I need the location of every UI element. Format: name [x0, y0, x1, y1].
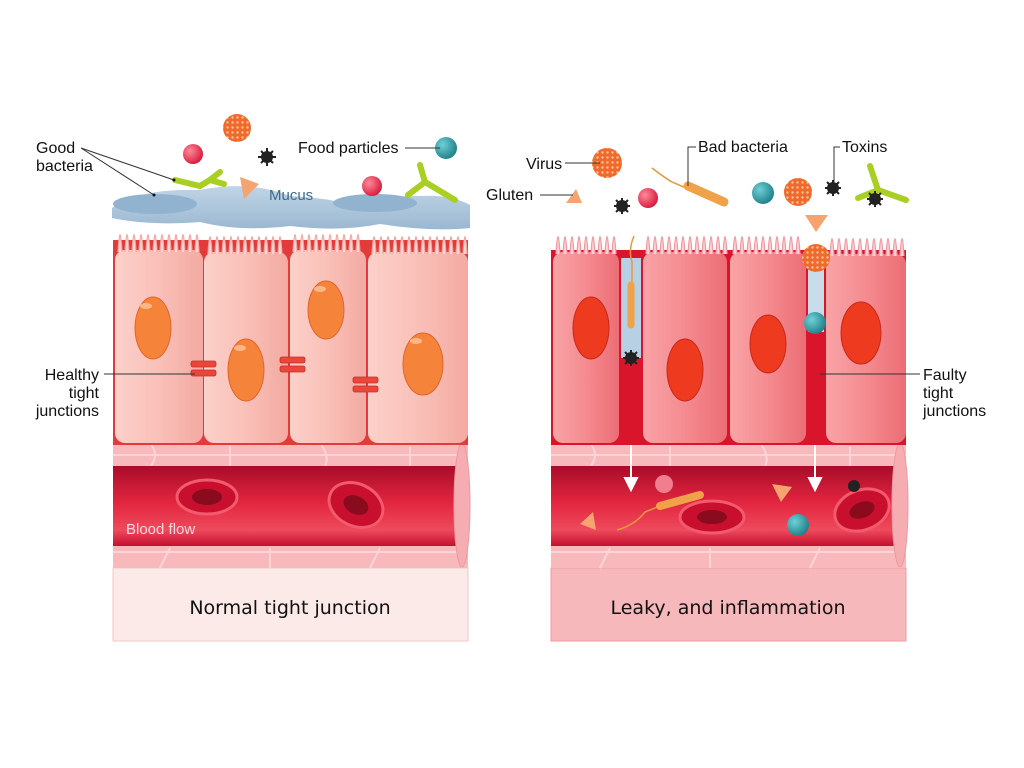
nucleus [307, 280, 345, 340]
good-bacteria [855, 163, 909, 203]
nucleus [749, 314, 787, 374]
label-faulty-line3: junctions [922, 403, 986, 420]
toxin-particle [825, 180, 841, 196]
food-particle [787, 514, 809, 536]
toxin-particle [623, 350, 639, 366]
virus-particle [784, 178, 812, 206]
toxin-particle [848, 480, 860, 492]
bad-bacteria [651, 167, 729, 207]
caption-leaky: Leaky, and inflammation [610, 597, 845, 619]
label-gluten: Gluten [486, 187, 533, 204]
red-particle [638, 188, 658, 208]
tight-junction [352, 376, 379, 393]
red-particle [362, 176, 382, 196]
label-healthy-line2: tight [69, 385, 100, 402]
gluten-particle [240, 177, 259, 199]
toxin-particle [258, 148, 276, 166]
toxin-particle [867, 191, 883, 207]
toxin-particle [614, 198, 630, 214]
bad-bacteria [627, 235, 635, 329]
mucus-layer: Mucus [112, 186, 470, 230]
bad-bacteria [616, 491, 704, 531]
red-particle [655, 475, 673, 493]
label-mucus: Mucus [269, 187, 313, 204]
label-food-particles: Food particles [298, 140, 399, 157]
good-bacteria [172, 169, 227, 190]
label-virus: Virus [526, 156, 562, 173]
gluten-particle [580, 512, 596, 530]
red-particle [183, 144, 203, 164]
label-blood-flow: Blood flow [126, 521, 195, 538]
blood-vessel-leaky [551, 335, 909, 569]
epithelial-cell [290, 250, 366, 443]
nucleus [134, 296, 172, 360]
blood-vessel-normal: Blood flow [113, 442, 471, 569]
nucleus [572, 296, 610, 360]
food-particle [435, 137, 457, 159]
label-toxins: Toxins [842, 139, 887, 156]
caption-normal: Normal tight junction [189, 597, 390, 619]
label-bad-bacteria: Bad bacteria [698, 139, 788, 156]
food-particle [752, 182, 774, 204]
nucleus [840, 301, 882, 365]
caption-box-leaky [550, 567, 907, 642]
virus-particle [592, 148, 622, 178]
virus-particle [802, 244, 830, 272]
tight-junction [190, 360, 217, 377]
good-bacteria [405, 162, 458, 203]
label-healthy-line3: junctions [35, 403, 99, 420]
food-particle [804, 312, 826, 334]
epithelial-cells-normal [113, 233, 468, 445]
caption-box-normal [112, 567, 469, 642]
nucleus [402, 332, 444, 396]
nucleus [227, 338, 265, 402]
label-faulty-line2: tight [923, 385, 954, 402]
label-faulty-line1: Faulty [923, 367, 967, 384]
right-panel-leaky: Leaky, and inflammation [486, 139, 986, 642]
gluten-particle [566, 189, 582, 203]
virus-particle [223, 114, 251, 142]
label-good-bacteria-line2: bacteria [36, 158, 93, 175]
label-good-bacteria-line1: Good [36, 140, 75, 157]
tight-junction [279, 356, 306, 373]
gluten-particle [805, 215, 828, 232]
left-panel-normal: Normal tight junction Blood flow [35, 114, 471, 642]
label-healthy-line1: Healthy [45, 367, 99, 384]
gluten-particle [772, 484, 792, 502]
nucleus [666, 338, 704, 402]
epithelial-cells-leaky [551, 215, 906, 445]
